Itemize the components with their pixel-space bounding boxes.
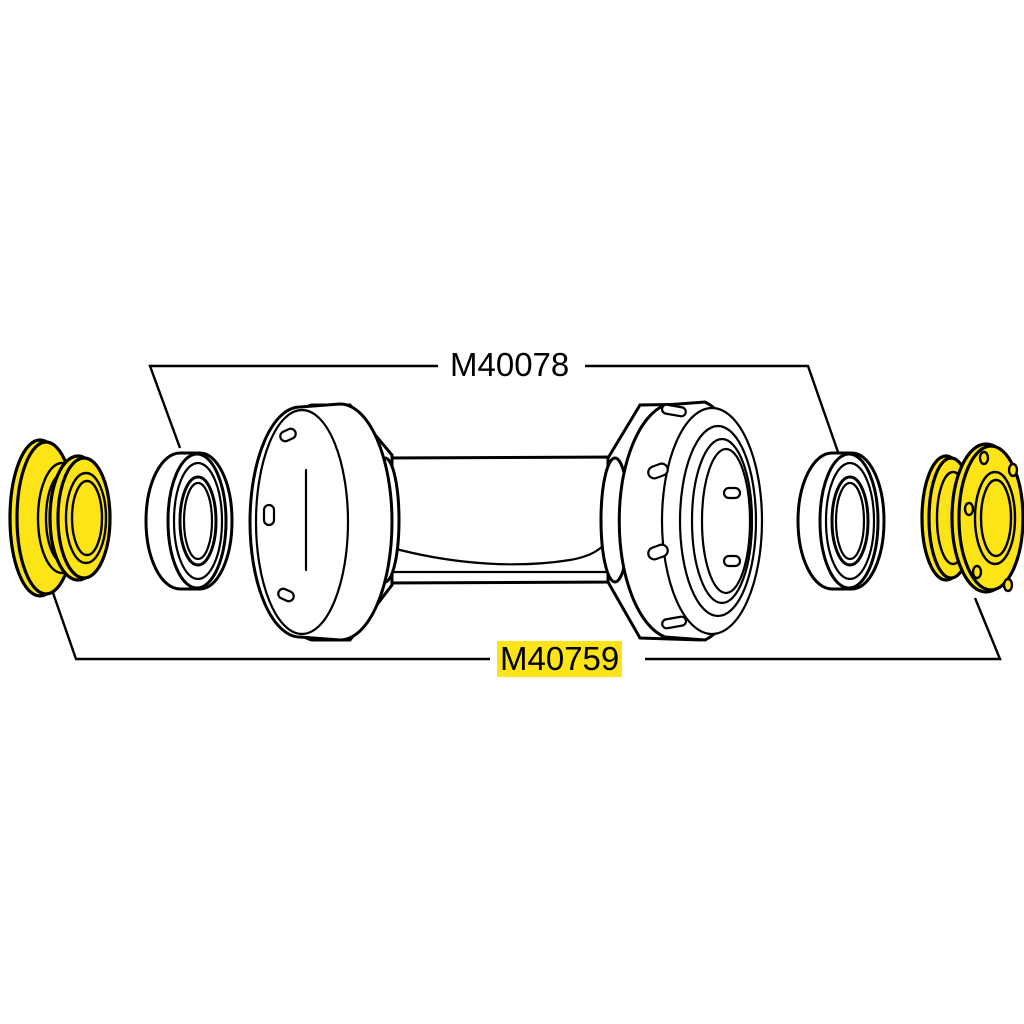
leader-lines-bottom xyxy=(50,589,1002,661)
right-cup[interactable] xyxy=(920,442,1024,594)
left-cup[interactable] xyxy=(8,438,112,598)
left-bearing[interactable] xyxy=(144,451,234,591)
part-number-label-cup: M40759 xyxy=(497,641,623,677)
right-ring-notches xyxy=(647,403,742,630)
right-cup-holes xyxy=(963,450,1019,593)
right-bearing[interactable] xyxy=(796,451,886,591)
bottom-bracket-shell[interactable] xyxy=(248,400,764,642)
left-ring-notches xyxy=(262,427,297,603)
leader-lines-top xyxy=(148,364,840,453)
part-number-label-bearing: M40078 xyxy=(447,347,573,383)
